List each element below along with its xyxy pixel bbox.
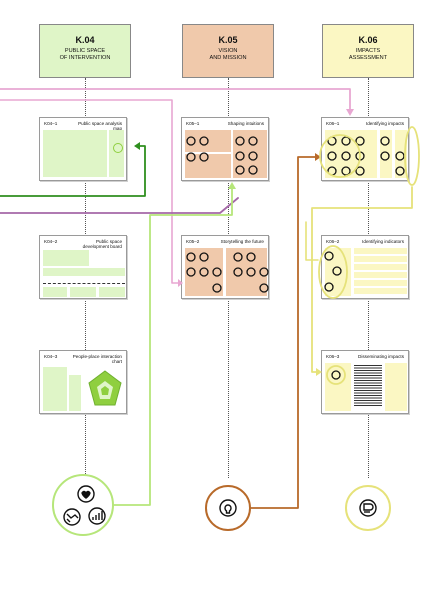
column-name: PUBLIC SPACE OF INTERVENTION bbox=[59, 48, 111, 61]
green-feedback-connector bbox=[0, 145, 146, 197]
board-block bbox=[43, 287, 67, 297]
column-header-k04: K.04 PUBLIC SPACE OF INTERVENTION bbox=[39, 24, 131, 78]
column-code: K.04 bbox=[75, 35, 95, 45]
column-name: IMPACTS ASSESSMENT bbox=[348, 48, 388, 61]
arrowhead bbox=[346, 109, 354, 116]
k06-icon-ring bbox=[345, 485, 391, 531]
k06-1-glyphs bbox=[327, 136, 405, 176]
card-title: Disseminating impacts bbox=[358, 354, 404, 359]
card-title: Identifying impacts bbox=[365, 121, 404, 126]
card-title: Public space analysis map bbox=[78, 121, 122, 131]
card-title: Identifying indicators bbox=[362, 239, 404, 244]
board-block bbox=[70, 287, 96, 297]
card-k06-2[interactable]: K06–2 Identifying indicators bbox=[321, 235, 409, 299]
green-connector bbox=[113, 184, 233, 506]
chart-table bbox=[43, 367, 67, 411]
arrowhead bbox=[315, 153, 321, 161]
column-code: K.05 bbox=[218, 35, 238, 45]
card-title: Storytelling the future bbox=[220, 239, 264, 244]
marker-circle bbox=[113, 143, 123, 153]
indicator-rows bbox=[354, 248, 407, 296]
arrowhead bbox=[228, 182, 236, 189]
column-code: K.06 bbox=[358, 35, 378, 45]
card-k04-1[interactable]: K04–1 Public space analysis map bbox=[39, 117, 127, 181]
lightbulb-icon bbox=[219, 499, 237, 517]
card-id: K06–3 bbox=[326, 354, 340, 359]
card-id: K04–1 bbox=[44, 121, 58, 126]
board-block bbox=[43, 250, 89, 266]
hand-coin-icon bbox=[359, 499, 377, 517]
yellow-connector bbox=[305, 221, 319, 261]
map-side-block bbox=[109, 130, 124, 177]
card-id: K05–2 bbox=[186, 239, 200, 244]
purple-connector bbox=[0, 99, 182, 284]
k06-2-glyphs bbox=[324, 251, 342, 292]
k04-icon-ring bbox=[52, 474, 114, 536]
k05-2-glyphs bbox=[186, 252, 269, 293]
arrowhead bbox=[178, 279, 183, 287]
arrowhead bbox=[316, 368, 322, 376]
card-k06-3[interactable]: K06–3 Disseminating impacts bbox=[321, 350, 409, 414]
dissemination-side bbox=[385, 363, 407, 411]
card-id: K06–1 bbox=[326, 121, 340, 126]
brown-connector bbox=[239, 156, 319, 509]
card-title: Shaping intuitions bbox=[227, 121, 264, 126]
highlight-ring bbox=[319, 134, 361, 178]
heart-hand-icon bbox=[77, 485, 95, 503]
column-header-k06: K.06 IMPACTS ASSESSMENT bbox=[322, 24, 414, 78]
board-line bbox=[43, 283, 125, 284]
chart-table bbox=[69, 375, 81, 411]
arrowhead bbox=[134, 142, 140, 150]
map-block bbox=[43, 130, 107, 177]
divider bbox=[185, 152, 231, 154]
k05-icon-ring bbox=[205, 485, 251, 531]
k05-1-glyphs bbox=[186, 136, 258, 175]
purple-feedback-connector bbox=[0, 197, 239, 214]
pink-connector bbox=[0, 88, 351, 113]
pentagon-chart bbox=[88, 370, 122, 406]
card-id: K04–3 bbox=[44, 354, 58, 359]
highlight-ring bbox=[318, 245, 348, 299]
divider bbox=[231, 130, 233, 178]
board-block bbox=[43, 268, 125, 276]
card-k04-2[interactable]: K04–2 Public space development board bbox=[39, 235, 127, 299]
card-title: People-place interaction chart bbox=[72, 354, 122, 364]
handshake-icon bbox=[63, 508, 81, 526]
card-k04-3[interactable]: K04–3 People-place interaction chart bbox=[39, 350, 127, 414]
board-block bbox=[99, 287, 125, 297]
column-header-k05: K.05 VISION AND MISSION bbox=[182, 24, 274, 78]
column-name: VISION AND MISSION bbox=[209, 48, 247, 61]
card-id: K04–2 bbox=[44, 239, 58, 244]
card-id: K06–2 bbox=[326, 239, 340, 244]
text-block bbox=[354, 365, 382, 407]
card-id: K05–1 bbox=[186, 121, 200, 126]
highlight-ring bbox=[326, 365, 346, 385]
highlight-ring bbox=[404, 126, 420, 186]
card-title: Public space development board bbox=[82, 239, 122, 249]
yellow-connector bbox=[311, 186, 413, 373]
k06-3-glyph bbox=[331, 370, 341, 380]
growth-chart-icon bbox=[88, 507, 106, 525]
